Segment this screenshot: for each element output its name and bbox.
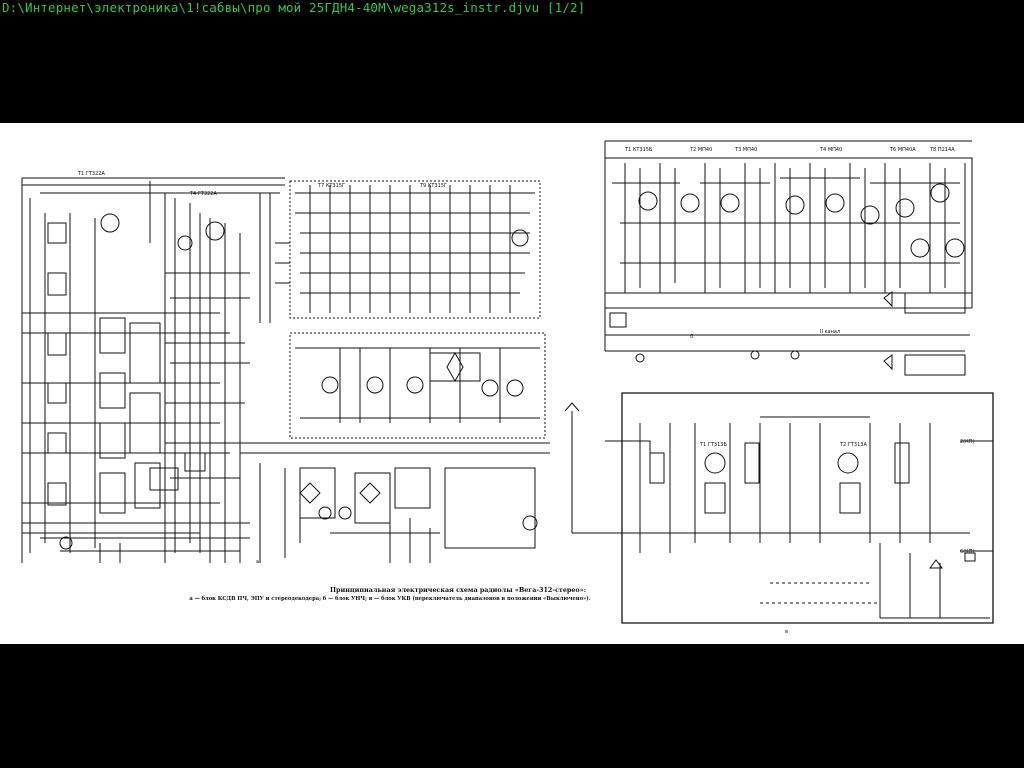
document-page[interactable]: T1 ГТ322А T4 ГТ322А T7 КТ315Г T9 КТ315Г … xyxy=(0,123,1024,644)
svg-text:а: а xyxy=(256,559,259,565)
window-title: D:\Интернет\электроника\1!сабвы\про мой … xyxy=(2,0,586,15)
schematic-block-v xyxy=(564,392,994,624)
svg-text:T9 КТ315Г: T9 КТ315Г xyxy=(419,183,447,189)
svg-text:в: в xyxy=(785,629,788,635)
svg-text:T3 МП40: T3 МП40 xyxy=(734,147,757,153)
svg-text:T4 ГТ322А: T4 ГТ322А xyxy=(189,191,217,197)
svg-text:T2 МП40: T2 МП40 xyxy=(689,147,712,153)
schematic-caption-title: Принципиальная электрическая схема радио… xyxy=(330,586,587,594)
svg-text:T1 КТ315Б: T1 КТ315Б xyxy=(624,147,653,153)
schematic-block-a xyxy=(21,177,550,563)
svg-text:T8 П214А: T8 П214А xyxy=(929,147,955,153)
schematic-block-b xyxy=(604,140,973,376)
svg-text:2(КП): 2(КП) xyxy=(960,439,974,445)
svg-text:б: б xyxy=(690,334,693,340)
svg-text:T4 МП40: T4 МП40 xyxy=(819,147,842,153)
schematic-caption-legend: а — блок КСДВ ПЧ, ЭПУ и стереодекодера; … xyxy=(189,596,591,602)
svg-text:II канал: II канал xyxy=(820,329,840,335)
svg-text:T1 ГТ313Б: T1 ГТ313Б xyxy=(699,442,727,448)
svg-text:T2 ГТ313А: T2 ГТ313А xyxy=(839,442,867,448)
svg-text:T1 ГТ322А: T1 ГТ322А xyxy=(77,171,105,177)
svg-text:6(КП): 6(КП) xyxy=(960,549,974,555)
schematic-drawing: T1 ГТ322А T4 ГТ322А T7 КТ315Г T9 КТ315Г … xyxy=(21,140,994,635)
svg-text:T7 КТ315Г: T7 КТ315Г xyxy=(317,183,345,189)
svg-text:T6 МП40А: T6 МП40А xyxy=(889,147,916,153)
